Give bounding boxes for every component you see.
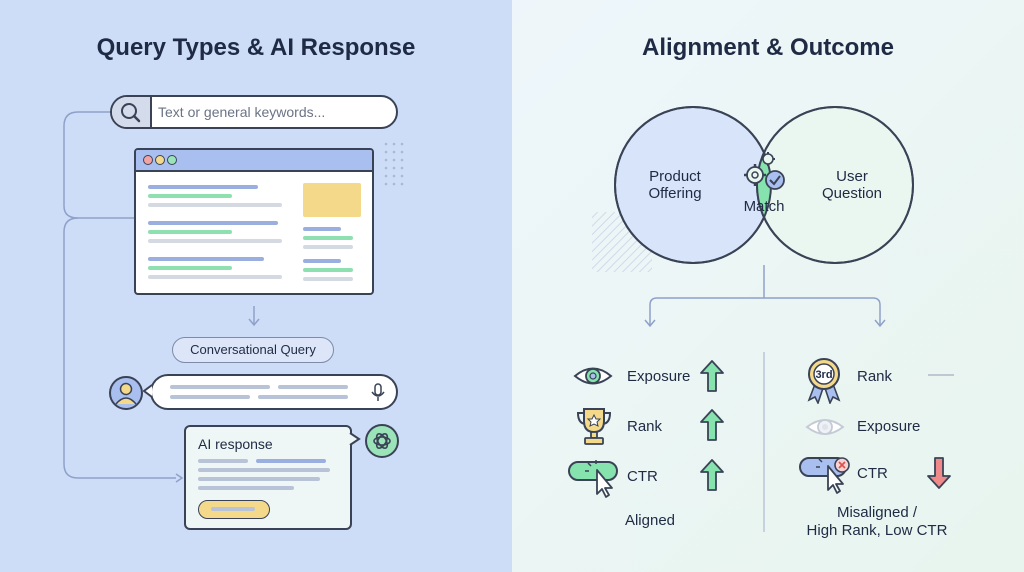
left-panel-title: Query Types & AI Response bbox=[96, 34, 416, 61]
maximize-dot-icon bbox=[167, 155, 177, 165]
message-line bbox=[258, 395, 348, 399]
venn-diagram bbox=[592, 106, 914, 532]
bubble-tail bbox=[143, 384, 153, 398]
result-line bbox=[148, 239, 282, 243]
result-line bbox=[148, 275, 282, 279]
cursor-click-icon bbox=[568, 460, 618, 498]
ai-bubble-tail bbox=[349, 432, 361, 446]
search-results-browser bbox=[134, 148, 374, 295]
medal-3rd-icon: 3rd bbox=[807, 358, 841, 404]
sidebar-line bbox=[303, 268, 353, 272]
conversational-query-bubble[interactable] bbox=[150, 374, 398, 410]
minimize-dot-icon bbox=[155, 155, 165, 165]
response-line bbox=[198, 459, 248, 463]
search-button[interactable] bbox=[112, 97, 152, 127]
result-line bbox=[148, 203, 282, 207]
conversational-query-label: Conversational Query bbox=[172, 337, 334, 363]
ai-response-box: AI response bbox=[184, 425, 352, 530]
search-placeholder: Text or general keywords... bbox=[158, 104, 326, 120]
response-line bbox=[198, 486, 294, 490]
left-connectors bbox=[63, 111, 404, 483]
message-line bbox=[170, 385, 270, 389]
arrow-up-icon bbox=[700, 459, 724, 491]
eye-icon bbox=[573, 367, 613, 385]
response-line bbox=[198, 468, 330, 472]
sidebar-line bbox=[303, 259, 341, 263]
result-line bbox=[148, 257, 264, 261]
match-label: Match bbox=[743, 198, 785, 215]
user-avatar-icon bbox=[109, 376, 143, 410]
search-bar[interactable]: Text or general keywords... bbox=[110, 95, 398, 129]
arrow-up-icon bbox=[700, 409, 724, 441]
ai-assistant-icon bbox=[365, 424, 399, 458]
misaligned-caption-line1: Misaligned / bbox=[836, 504, 918, 521]
sidebar-line bbox=[303, 227, 341, 231]
gears-check-icon bbox=[744, 152, 785, 190]
microphone-icon[interactable] bbox=[370, 383, 386, 403]
aligned-rank-label: Rank bbox=[627, 418, 663, 435]
sidebar-line bbox=[303, 277, 353, 281]
trophy-icon bbox=[576, 408, 612, 445]
ai-response-label: AI response bbox=[198, 436, 273, 452]
misaligned-ctr-label: CTR bbox=[857, 465, 888, 482]
medal-badge-text: 3rd bbox=[815, 369, 832, 381]
aligned-ctr-label: CTR bbox=[627, 468, 658, 485]
result-line bbox=[148, 266, 232, 270]
ai-action-button[interactable] bbox=[198, 500, 270, 519]
flat-trend-line bbox=[928, 374, 954, 376]
alignment-panel: Alignment & Outcome bbox=[512, 0, 1024, 572]
query-types-panel: Query Types & AI Response Text or genera… bbox=[0, 0, 512, 572]
result-line bbox=[148, 230, 232, 234]
eye-faded-icon bbox=[805, 419, 845, 435]
aligned-caption: Aligned bbox=[624, 512, 676, 529]
result-line bbox=[148, 185, 258, 189]
misaligned-exposure-label: Exposure bbox=[857, 418, 921, 435]
ad-block bbox=[303, 183, 361, 217]
result-line bbox=[148, 221, 278, 225]
arrow-down-icon bbox=[927, 457, 951, 489]
result-line bbox=[148, 194, 232, 198]
browser-title-bar bbox=[136, 150, 372, 172]
search-icon bbox=[121, 103, 141, 123]
button-line bbox=[211, 507, 255, 511]
sidebar-line bbox=[303, 236, 353, 240]
close-dot-icon bbox=[143, 155, 153, 165]
sidebar-line bbox=[303, 245, 353, 249]
cursor-blocked-icon bbox=[799, 457, 850, 494]
response-line bbox=[198, 477, 320, 481]
message-line bbox=[170, 395, 250, 399]
aligned-exposure-label: Exposure bbox=[627, 368, 691, 385]
right-panel-title: Alignment & Outcome bbox=[641, 34, 894, 61]
arrow-up-icon bbox=[700, 360, 724, 392]
message-line bbox=[278, 385, 348, 389]
misaligned-rank-label: Rank bbox=[857, 368, 893, 385]
response-line bbox=[256, 459, 326, 463]
misaligned-caption-line2: High Rank, Low CTR bbox=[806, 522, 948, 539]
